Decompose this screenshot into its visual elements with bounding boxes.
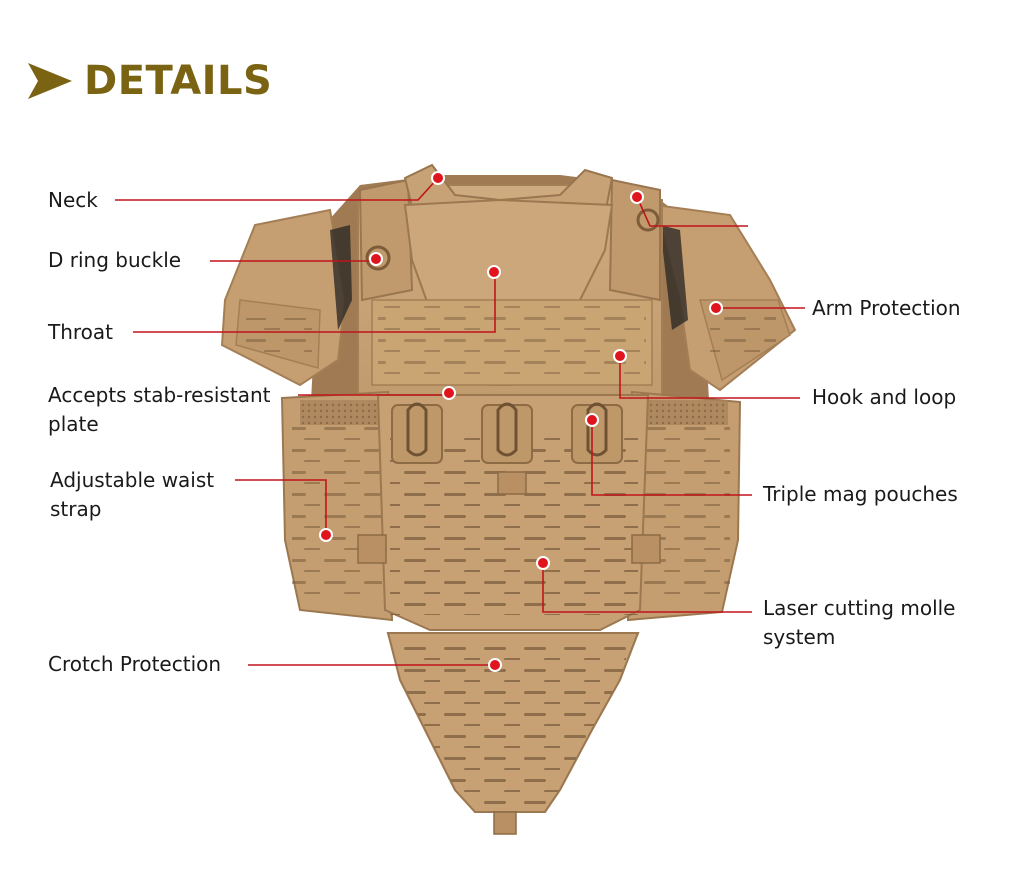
d-ring-left xyxy=(365,245,391,271)
label-stab-plate: Accepts stab-resistant plate xyxy=(48,383,271,436)
label-arm-protection: Arm Protection xyxy=(812,296,961,320)
crotch-tab xyxy=(493,811,517,835)
label-neck: Neck xyxy=(48,188,98,212)
left-shoulder-strap xyxy=(358,178,414,302)
label-mag-pouches: Triple mag pouches xyxy=(763,482,958,506)
label-waist-strap: Adjustable waist strap xyxy=(50,468,215,521)
center-buckle xyxy=(497,471,527,495)
right-shoulder-strap xyxy=(608,178,661,302)
label-throat: Throat xyxy=(48,320,114,344)
mag-pouches xyxy=(391,402,623,464)
left-waist-tab xyxy=(357,534,387,564)
right-waist-tab xyxy=(631,534,661,564)
label-crotch: Crotch Protection xyxy=(48,652,222,676)
section-title: DETAILS xyxy=(84,58,273,104)
left-arm-protector xyxy=(220,208,352,387)
details-header: DETAILS xyxy=(24,56,272,106)
play-arrow-icon xyxy=(28,63,72,99)
label-molle: Laser cutting molle system xyxy=(763,596,956,649)
label-hook-loop: Hook and loop xyxy=(812,385,957,409)
label-d-ring-buckle: D ring buckle xyxy=(48,248,182,272)
